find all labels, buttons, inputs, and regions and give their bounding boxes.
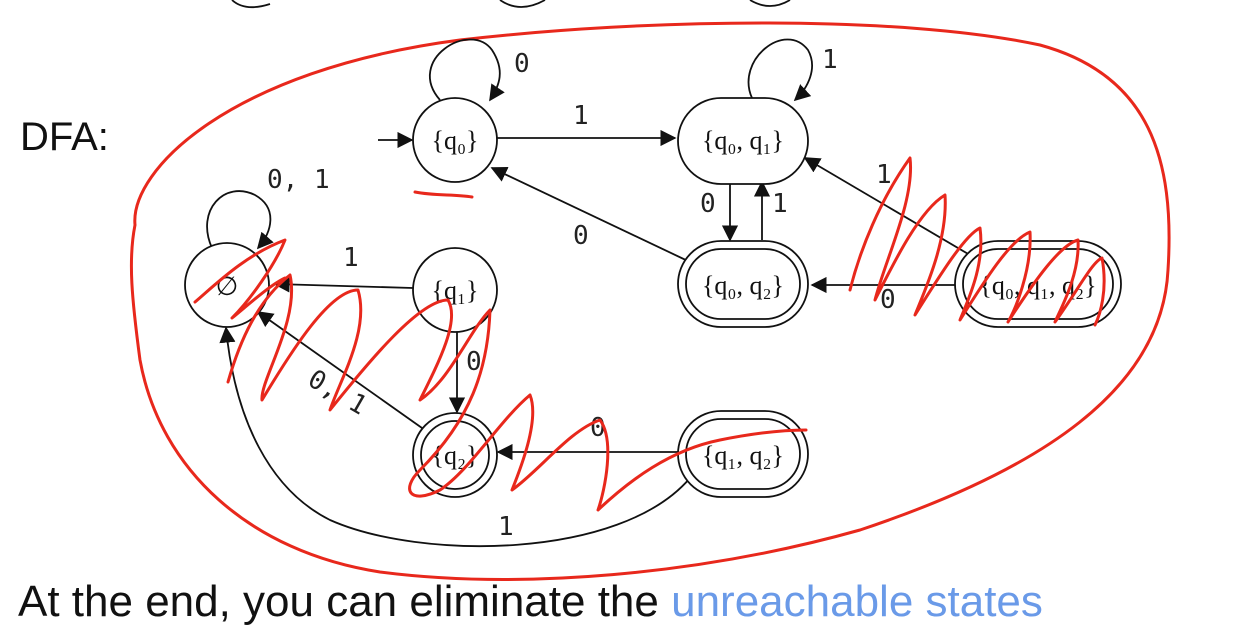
edge-q0q2-to-q0 (490, 166, 691, 263)
state-q0q1-label: {q₀, q₁} (702, 126, 784, 155)
edge-q0q1-self (747, 38, 813, 102)
edge-empty-self (206, 190, 274, 250)
state-q0-label: {q₀} (431, 126, 478, 155)
label-q1-to-q2: 0 (466, 347, 482, 377)
state-q2: {q₂} (412, 412, 498, 498)
label-q0q2-to-q0: 0 (573, 221, 589, 251)
scribble-q1-q2-cluster (226, 273, 808, 512)
caption-highlight: unreachable states (671, 577, 1043, 626)
caption-text: At the end, you can eliminate the (18, 577, 671, 626)
state-q1q2: {q₁, q₂} (677, 410, 809, 498)
state-q0q2-label: {q₀, q₂} (702, 271, 784, 300)
label-q0q2-to-q0q1: 1 (772, 189, 788, 219)
label-q0q1q2-to-q0q2: 0 (880, 285, 896, 315)
dfa-heading: DFA: (20, 115, 109, 159)
edge-q1q2-to-empty (219, 326, 691, 547)
label-q0-self: 0 (514, 49, 530, 79)
clipped-state-top-right (749, 0, 791, 7)
state-q0q2: {q₀, q₂} (677, 240, 809, 328)
clipped-state-top-middle (499, 0, 546, 8)
clipped-state-top-left (231, 0, 271, 9)
edge-q0-self (429, 38, 505, 102)
label-q0q1q2-to-q0q1: 1 (876, 160, 892, 190)
label-q0q1-self: 1 (822, 45, 838, 75)
state-q0: {q₀} (412, 97, 498, 183)
start-state-underline (413, 190, 474, 199)
state-q2-label: {q₂} (431, 441, 478, 470)
state-q1: {q₁} (412, 247, 498, 333)
label-q1-to-empty: 1 (343, 243, 359, 273)
label-q0-to-q0q1: 1 (573, 101, 589, 131)
state-q0q1: {q₀, q₁} (677, 97, 809, 185)
label-q1q2-to-empty: 1 (498, 512, 514, 542)
edge-q0q1q2-to-q0q1 (803, 157, 976, 259)
label-q0q1-to-q0q2: 0 (700, 189, 716, 219)
label-empty-self: 0, 1 (267, 165, 330, 195)
scribble-empty-state (193, 238, 287, 320)
scribble-q0q1q2-state (848, 156, 1106, 327)
state-q1q2-label: {q₁, q₂} (702, 441, 784, 470)
edge-q1-to-empty (273, 276, 414, 293)
reachable-region-outline (129, 21, 1171, 581)
caption: At the end, you can eliminate the unreac… (18, 577, 1043, 626)
